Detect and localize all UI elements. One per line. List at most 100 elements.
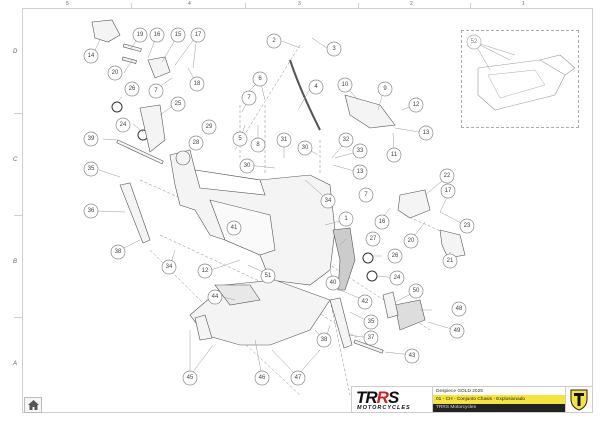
callout-28[interactable]: 28: [188, 135, 204, 151]
callout-1[interactable]: 1: [338, 211, 354, 227]
callout-25[interactable]: 25: [170, 96, 186, 112]
callout-13a[interactable]: 13: [418, 125, 434, 141]
svg-text:9: 9: [383, 86, 387, 92]
callout-26a[interactable]: 26: [124, 81, 140, 97]
callout-37[interactable]: 37: [363, 330, 379, 346]
callout-12b[interactable]: 12: [197, 263, 213, 279]
callout-24b[interactable]: 24: [389, 270, 405, 286]
callout-46[interactable]: 46: [254, 370, 270, 386]
callout-15[interactable]: 15: [170, 27, 186, 43]
callout-20b[interactable]: 20: [403, 233, 419, 249]
callout-43[interactable]: 43: [404, 348, 420, 364]
bracket-15: [147, 56, 171, 79]
svg-text:7: 7: [364, 192, 368, 198]
callout-51[interactable]: 51: [260, 268, 276, 284]
callout-52[interactable]: 52: [466, 34, 482, 50]
callout-21[interactable]: 21: [442, 253, 458, 269]
callout-2[interactable]: 2: [266, 33, 282, 49]
callout-14[interactable]: 14: [83, 48, 99, 64]
callout-13b[interactable]: 13: [352, 164, 368, 180]
callout-31[interactable]: 31: [276, 132, 292, 148]
callout-38a[interactable]: 38: [110, 244, 126, 260]
detail-footpeg: [477, 54, 576, 111]
svg-text:41: 41: [231, 225, 238, 231]
callout-45[interactable]: 45: [182, 370, 198, 386]
svg-text:35: 35: [88, 166, 95, 172]
svg-text:34: 34: [325, 198, 332, 204]
svg-text:29: 29: [206, 124, 213, 130]
callout-26b[interactable]: 26: [387, 248, 403, 264]
brand-logo: TRRS MOTORCYCLES: [352, 387, 433, 412]
callout-9[interactable]: 9: [377, 81, 393, 97]
callout-42[interactable]: 42: [357, 294, 373, 310]
oring-24b: [366, 270, 378, 282]
shield-logo-icon: [570, 389, 588, 411]
callout-7a[interactable]: 7: [148, 83, 164, 99]
svg-text:12: 12: [202, 268, 209, 274]
callout-8[interactable]: 8: [250, 137, 266, 153]
callout-49[interactable]: 49: [449, 323, 465, 339]
brand-subtitle: MOTORCYCLES: [357, 405, 411, 411]
callout-10[interactable]: 10: [337, 77, 353, 93]
callout-20a[interactable]: 20: [107, 65, 123, 81]
svg-text:45: 45: [187, 375, 194, 381]
callout-32[interactable]: 32: [338, 132, 354, 148]
oring-26b: [362, 252, 374, 264]
svg-text:37: 37: [368, 335, 375, 341]
callout-50[interactable]: 50: [408, 283, 424, 299]
callout-4[interactable]: 4: [308, 79, 324, 95]
home-icon: [27, 400, 39, 410]
callout-11[interactable]: 11: [386, 147, 402, 163]
callout-35a[interactable]: 35: [83, 161, 99, 177]
callout-19[interactable]: 19: [132, 27, 148, 43]
callout-36[interactable]: 36: [83, 203, 99, 219]
svg-text:21: 21: [447, 258, 454, 264]
callout-17b[interactable]: 17: [440, 183, 456, 199]
grid-row-tick: [14, 317, 22, 318]
svg-text:40: 40: [330, 280, 337, 286]
callout-47[interactable]: 47: [290, 370, 306, 386]
callout-18[interactable]: 18: [189, 76, 205, 92]
callout-24a[interactable]: 24: [115, 117, 131, 133]
hose-4: [289, 59, 321, 131]
callout-23[interactable]: 23: [459, 218, 475, 234]
callout-6[interactable]: 6: [252, 71, 268, 87]
callout-38b[interactable]: 38: [316, 332, 332, 348]
callout-7c[interactable]: 7: [358, 187, 374, 203]
svg-text:17: 17: [195, 32, 202, 38]
axle-bolt-39: [116, 139, 164, 165]
bolt-43: [353, 339, 384, 354]
callout-16b[interactable]: 16: [374, 214, 390, 230]
guard-25: [139, 104, 166, 153]
callout-29[interactable]: 29: [201, 119, 217, 135]
callout-44[interactable]: 44: [207, 289, 223, 305]
grid-row-tick: [14, 113, 22, 114]
svg-text:42: 42: [362, 299, 369, 305]
callout-27[interactable]: 27: [365, 231, 381, 247]
home-button[interactable]: [24, 397, 42, 413]
callout-16a[interactable]: 16: [149, 27, 165, 43]
svg-text:8: 8: [256, 142, 260, 148]
callout-3[interactable]: 3: [326, 41, 342, 57]
callout-30b[interactable]: 30: [297, 140, 313, 156]
svg-text:34: 34: [166, 264, 173, 270]
callout-34b[interactable]: 34: [161, 259, 177, 275]
callout-41[interactable]: 41: [226, 220, 242, 236]
svg-text:35: 35: [368, 319, 375, 325]
callout-40[interactable]: 40: [325, 275, 341, 291]
pin-19: [122, 43, 142, 52]
callout-22[interactable]: 22: [439, 168, 455, 184]
callout-35b[interactable]: 35: [363, 314, 379, 330]
callout-5[interactable]: 5: [232, 131, 248, 147]
callout-30a[interactable]: 30: [239, 158, 255, 174]
callout-17a[interactable]: 17: [190, 27, 206, 43]
callout-33[interactable]: 33: [352, 143, 368, 159]
callout-48[interactable]: 48: [451, 301, 467, 317]
svg-text:24: 24: [394, 275, 401, 281]
callout-7b[interactable]: 7: [241, 90, 257, 106]
callout-12a[interactable]: 12: [408, 97, 424, 113]
svg-text:23: 23: [464, 223, 471, 229]
footpeg-14: [91, 19, 121, 43]
callout-39[interactable]: 39: [83, 131, 99, 147]
callout-34a[interactable]: 34: [320, 193, 336, 209]
